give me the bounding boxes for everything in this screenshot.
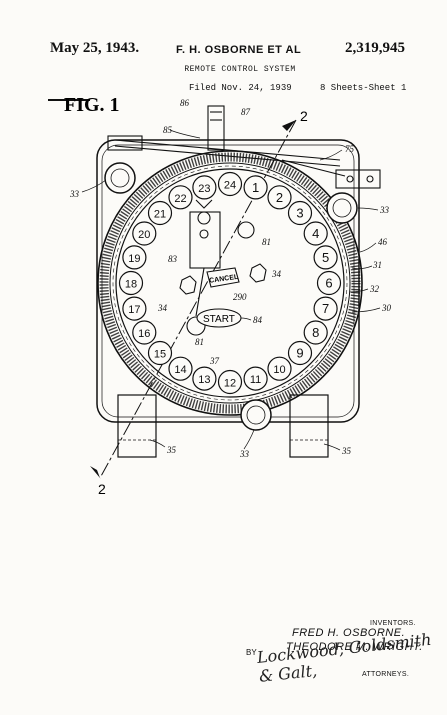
- dial-circle: [303, 320, 328, 345]
- dial-circle: [168, 356, 193, 381]
- dial-number-6: 6: [325, 276, 332, 291]
- ref-35-left: 35: [166, 445, 177, 455]
- dial-circle: [147, 340, 173, 366]
- dial-circle: [316, 270, 342, 296]
- figure-label: FIG. 1: [64, 94, 120, 116]
- section-arrow-top: [282, 120, 296, 131]
- ref-87: 87: [241, 107, 251, 117]
- dial-number-2: 2: [276, 190, 283, 205]
- inventors-label: INVENTORS.: [370, 620, 416, 627]
- dial-number-16: 16: [138, 328, 150, 340]
- ref-84: 84: [253, 315, 263, 325]
- dial-number-12: 12: [224, 378, 236, 390]
- dial-circle: [122, 296, 147, 321]
- dial-number-20: 20: [138, 229, 150, 241]
- dial-rings: [97, 150, 363, 416]
- dial-circle: [118, 270, 144, 296]
- attorneys-label: ATTORNEYS.: [362, 671, 410, 678]
- dial-circle: [267, 356, 292, 381]
- ref-32: 32: [369, 284, 380, 294]
- dial-circle: [192, 366, 217, 391]
- ref-34-left: 34: [157, 303, 168, 313]
- dial-circle: [147, 200, 173, 226]
- ref-33-bottom: 33: [239, 449, 250, 459]
- dial-circle: [287, 200, 313, 226]
- ref-34-right: 34: [271, 269, 282, 279]
- dial-circle: [303, 221, 328, 246]
- dial-circle: [243, 366, 268, 391]
- ref-31: 31: [372, 260, 382, 270]
- ref-290: 290: [233, 292, 247, 302]
- dial-circle: [217, 171, 243, 197]
- dial-circle: [132, 221, 157, 246]
- ref-86: 86: [180, 98, 190, 108]
- dial-number-3: 3: [296, 206, 303, 221]
- dial-circle: [313, 296, 338, 321]
- ref-75: 75: [345, 144, 355, 154]
- dial-circle: [287, 340, 313, 366]
- ref-85: 85: [163, 125, 173, 135]
- inventor-name-2: THEODORE M. WRIGHT.: [286, 641, 423, 653]
- dial-number-13: 13: [198, 374, 210, 386]
- start-button: START: [196, 308, 242, 328]
- by-label: BY: [246, 648, 257, 657]
- ref-46: 46: [378, 237, 388, 247]
- dial-number-9: 9: [296, 346, 303, 361]
- rod-assembly: [107, 105, 381, 189]
- ref-35-right: 35: [341, 446, 352, 456]
- dial-number-22: 22: [174, 193, 186, 205]
- dial-number-21: 21: [154, 209, 166, 221]
- dial-number-4: 4: [312, 226, 319, 241]
- dial-number-18: 18: [125, 279, 137, 291]
- dial-number-15: 15: [154, 349, 166, 361]
- dial-number-24: 24: [224, 180, 236, 192]
- cancel-button-label: CANCEL: [209, 274, 240, 285]
- mounting-bosses: [104, 162, 358, 431]
- dial-number-1: 1: [252, 180, 259, 195]
- section-line: [99, 119, 297, 479]
- dial-circle: [243, 175, 268, 200]
- section-mark-bottom: 2: [98, 481, 106, 497]
- dial-number-5: 5: [322, 250, 329, 265]
- dial-circle: [122, 245, 147, 270]
- leader-lines: [81, 129, 381, 451]
- inventor-header: F. H. OSBORNE ET AL: [176, 44, 302, 56]
- section-mark-top: 2: [300, 108, 308, 124]
- inventor-name-1: FRED H. OSBORNE.: [292, 627, 406, 639]
- ref-81-upper: 81: [262, 237, 271, 247]
- dial-circle: [267, 185, 292, 210]
- patent-title: REMOTE CONTROL SYSTEM: [184, 65, 296, 74]
- support-legs: [117, 394, 329, 458]
- dial-circle: [168, 185, 193, 210]
- center-mechanism: [179, 199, 267, 336]
- dial-circle: [132, 320, 157, 345]
- dial-number-19: 19: [128, 253, 140, 265]
- dial-circle: [192, 175, 217, 200]
- ref-33-right: 33: [379, 205, 390, 215]
- dial-circle: [313, 245, 338, 270]
- dial-number-10: 10: [273, 364, 285, 376]
- patent-number: 2,319,945: [345, 40, 405, 56]
- ref-37: 37: [209, 356, 220, 366]
- patent-date: May 25, 1943.: [50, 40, 140, 56]
- ref-30: 30: [381, 303, 392, 313]
- ref-81-lower: 81: [195, 337, 204, 347]
- filed-date: Filed Nov. 24, 1939: [189, 83, 292, 93]
- dial-number-7: 7: [322, 301, 329, 316]
- dial-number-17: 17: [128, 304, 140, 316]
- section-arrow-bottom: [90, 466, 100, 478]
- dial-number-14: 14: [174, 364, 186, 376]
- cancel-button: CANCEL: [206, 267, 240, 288]
- sheet-count: 8 Sheets-Sheet 1: [320, 83, 407, 93]
- ref-33-left: 33: [69, 189, 80, 199]
- dial-number-11: 11: [250, 374, 261, 386]
- dial-number-8: 8: [312, 325, 319, 340]
- dial-circle: [217, 369, 243, 395]
- ref-83: 83: [168, 254, 178, 264]
- start-button-label: START: [203, 314, 235, 325]
- dial-number-23: 23: [198, 183, 210, 195]
